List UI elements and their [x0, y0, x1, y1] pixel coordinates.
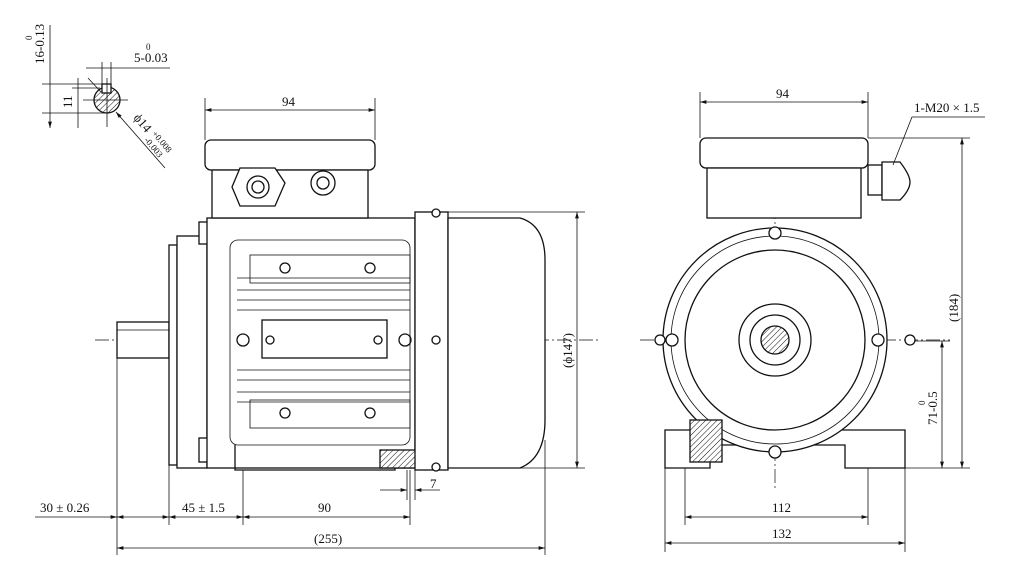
- cable-gland-label: 1-M20 × 1.5: [914, 100, 979, 115]
- end-hub: [738, 303, 812, 377]
- flange-diameter-dim: (ϕ147): [560, 333, 575, 368]
- foot-width-dim: 132: [772, 526, 792, 541]
- end-box-width-dim: 94: [776, 86, 790, 101]
- foot-hole-spacing-dim: 112: [772, 500, 791, 515]
- cable-gland: [867, 164, 883, 196]
- nameplate: [261, 319, 388, 359]
- side-box-width-dim: 94: [282, 94, 296, 109]
- fan-hood: [447, 217, 546, 469]
- end-view: 94 1-M20 × 1.5 (184) 71-0.5 0 112 132: [640, 86, 985, 552]
- end-terminal-lid: [699, 137, 869, 169]
- shaft-height-dim: 16-0.13: [32, 24, 47, 64]
- shaft-height-tol-end: 0: [917, 400, 927, 405]
- key-width-tol: 0: [146, 42, 151, 52]
- overall-height-dim: (184): [946, 294, 961, 322]
- diameter-dim: ϕ14: [131, 110, 156, 135]
- key-width-dim: 5-0.03: [134, 50, 168, 65]
- flange: [176, 235, 208, 469]
- shaft-length-dim: 30 ± 0.26: [40, 500, 90, 515]
- flange-spigot: [168, 244, 178, 466]
- shaft-section-detail: 16-0.13 0 5-0.03 0 11 ϕ14 +0.008 -0.003: [24, 24, 174, 169]
- end-terminal-box: [706, 167, 862, 219]
- shaft-height-tol: 0: [24, 35, 34, 40]
- key-depth-dim: 11: [60, 95, 75, 108]
- shaft-height-dim-end: 71-0.5: [925, 391, 940, 425]
- key-slot: [101, 83, 112, 94]
- shaft-to-foot-dim: 45 ± 1.5: [182, 500, 225, 515]
- foot-spacing-dim: 90: [318, 500, 331, 515]
- fan-gap-dim: 7: [430, 476, 437, 491]
- terminal-box-lid: [204, 139, 376, 171]
- overall-length-dim: (255): [314, 531, 342, 546]
- end-shaft: [760, 325, 790, 355]
- shaft: [116, 321, 170, 359]
- side-view: 94 (ϕ147) 7 30 ± 0.26 45 ± 1.5 90 (255): [35, 94, 600, 555]
